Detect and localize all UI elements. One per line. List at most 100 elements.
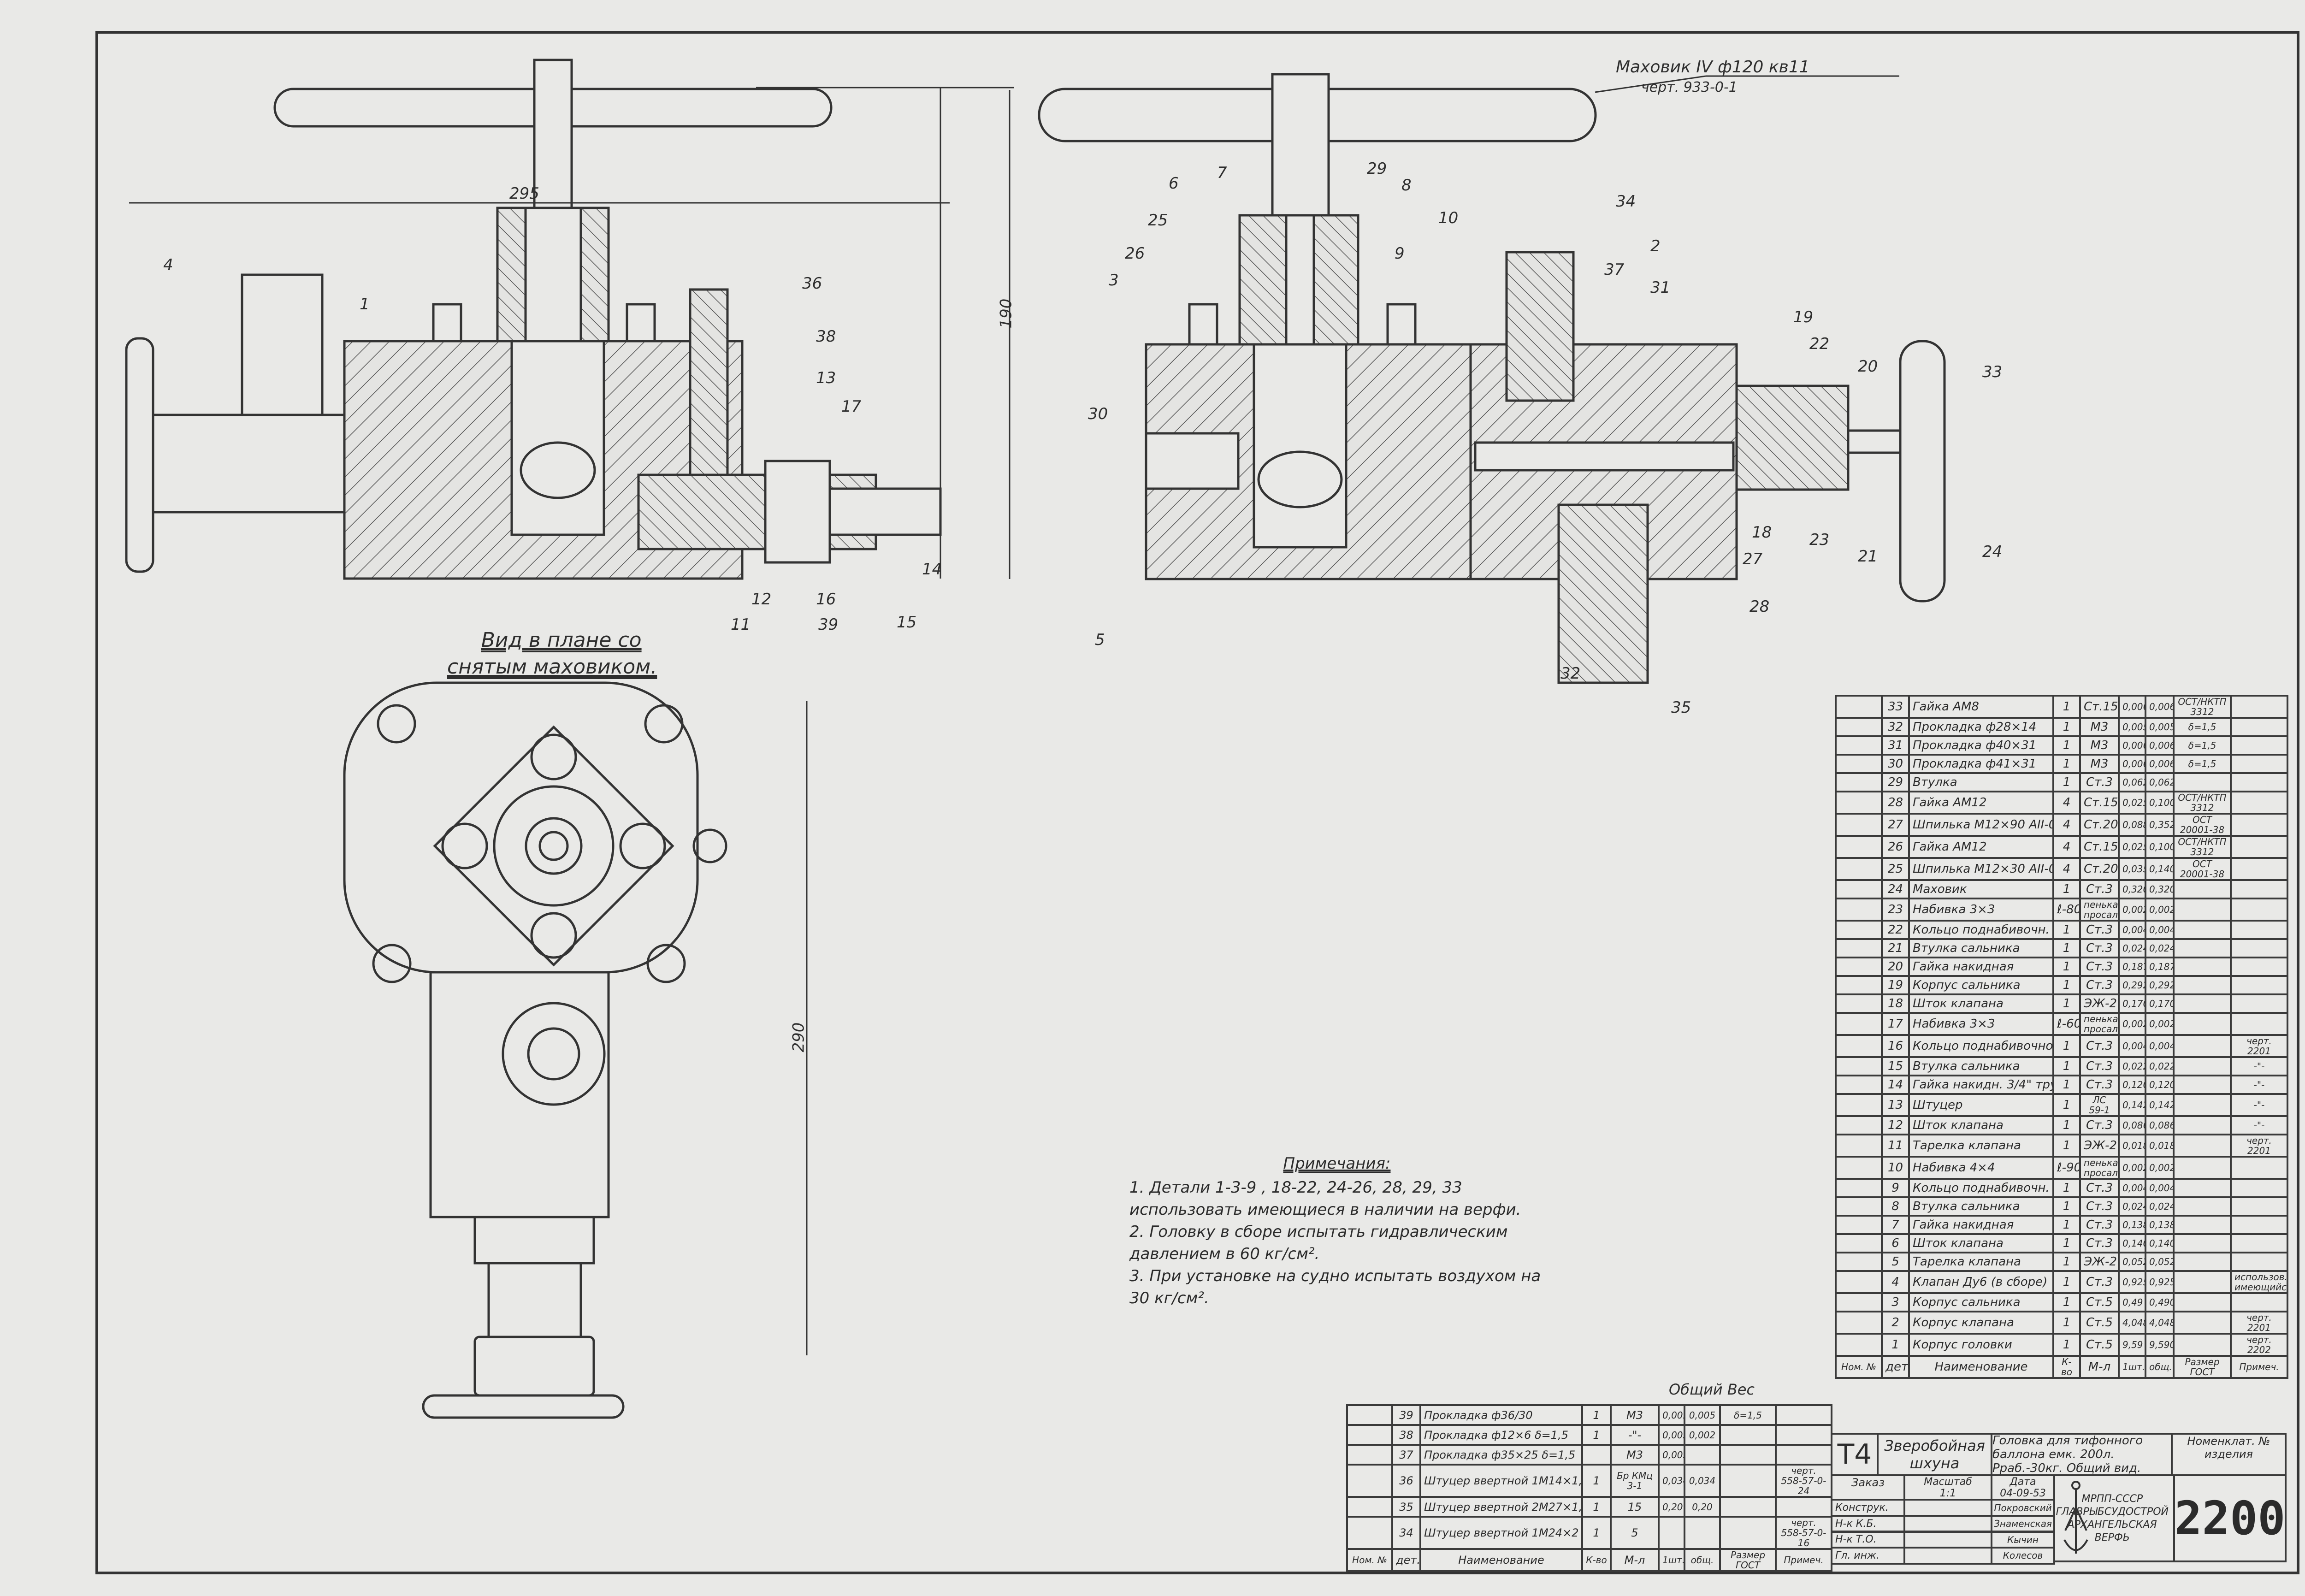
section-view-right bbox=[1009, 73, 1946, 684]
part-note bbox=[2230, 975, 2288, 995]
part-qty: 1 bbox=[1581, 1404, 1612, 1426]
part-note: черт. 2202 bbox=[2230, 1333, 2288, 1357]
part-weight-unit: 0,002 bbox=[2118, 1156, 2146, 1180]
part-gost bbox=[2173, 1311, 2232, 1335]
header-num: Ном. № bbox=[1346, 1548, 1393, 1572]
part-note: использов. имеющийся bbox=[2230, 1270, 2288, 1294]
part-name: Тарелка клапана bbox=[1908, 1134, 2054, 1158]
part-name: Штуцер ввертной 2М27×1,5 Ду10 bbox=[1419, 1496, 1583, 1518]
callout: 3 bbox=[1109, 271, 1119, 290]
part-qty: 4 bbox=[2052, 813, 2081, 837]
part-note bbox=[2230, 938, 2288, 958]
part-qty: 1 bbox=[2052, 1270, 2081, 1294]
part-weight-total: 0,005 bbox=[1684, 1404, 1721, 1426]
org-line: МРПП-СССР bbox=[2081, 1493, 2143, 1505]
part-number: 16 bbox=[1881, 1034, 1910, 1058]
role-label: Н-к К.Б. bbox=[1831, 1514, 1905, 1533]
part-note: черт. 2201 bbox=[2230, 1311, 2288, 1335]
part-weight-unit: 0,002 bbox=[2118, 898, 2146, 922]
callout: 18 bbox=[1752, 523, 1772, 542]
note-item: 1. Детали 1-3-9 , 18-22, 24-26, 28, 29, … bbox=[1129, 1178, 1521, 1219]
part-number: 29 bbox=[1881, 772, 1910, 792]
part-weight-unit: 0,005 bbox=[1658, 1444, 1685, 1466]
part-qty: 1 bbox=[1581, 1496, 1612, 1518]
total-weight-title: Общий Вес bbox=[1669, 1381, 1755, 1398]
role-name: Знаменская bbox=[1991, 1514, 2055, 1533]
part-name: Набивка 3×3 bbox=[1908, 898, 2054, 922]
part-weight-unit: 0,004 bbox=[2118, 1034, 2146, 1058]
part-number: 32 bbox=[1881, 717, 1910, 737]
part-material: Ст.20 bbox=[2079, 857, 2120, 881]
part-gost bbox=[2173, 1196, 2232, 1217]
part-material: Ст.3 bbox=[2079, 957, 2120, 977]
part-material: М3 bbox=[2079, 717, 2120, 737]
part-weight-unit: 0,025 bbox=[2118, 835, 2146, 859]
part-name: Гайка АМ12 bbox=[1908, 835, 2054, 859]
cell-blank bbox=[1346, 1464, 1393, 1498]
cell-blank bbox=[1835, 920, 1883, 940]
part-weight-unit: 0,006 bbox=[2118, 695, 2146, 719]
part-qty: 1 bbox=[2052, 1196, 2081, 1217]
part-weight-total: 0,002 bbox=[2145, 1156, 2175, 1180]
part-material: М3 bbox=[2079, 754, 2120, 774]
callout: 38 bbox=[816, 327, 836, 346]
cell-blank bbox=[1835, 957, 1883, 977]
callout: 16 bbox=[816, 590, 836, 609]
part-number: 12 bbox=[1881, 1115, 1910, 1135]
section-view-left bbox=[125, 59, 1014, 580]
callout: 22 bbox=[1809, 335, 1830, 353]
part-material: Ст.3 bbox=[2079, 1233, 2120, 1253]
part-gost bbox=[2173, 975, 2232, 995]
cell-blank bbox=[1835, 735, 1883, 756]
part-weight-unit: 0,034 bbox=[1658, 1464, 1685, 1498]
part-number: 38 bbox=[1391, 1424, 1421, 1446]
part-gost bbox=[2173, 1215, 2232, 1235]
part-number: 25 bbox=[1881, 857, 1910, 881]
cell-blank bbox=[1835, 791, 1883, 815]
callout: 8 bbox=[1401, 176, 1412, 195]
part-number: 6 bbox=[1881, 1233, 1910, 1253]
part-number: 1 bbox=[1881, 1333, 1910, 1357]
part-qty: 4 bbox=[2052, 857, 2081, 881]
part-weight-unit: 0,292 bbox=[2118, 975, 2146, 995]
part-weight-total: 0,002 bbox=[2145, 1012, 2175, 1036]
callout: 10 bbox=[1438, 209, 1459, 227]
drawing-title: Головка для тифонного баллона емк. 200л.… bbox=[1991, 1433, 2173, 1476]
part-name: Штуцер ввертной 1М14×1,5 Ду3 bbox=[1419, 1464, 1583, 1498]
cell-blank bbox=[1835, 717, 1883, 737]
part-gost bbox=[2173, 879, 2232, 899]
part-weight-total: 0,024 bbox=[2145, 1196, 2175, 1217]
organization: МРПП-СССР ГЛАВРЫБСУДОСТРОЙ АРХАНГЕЛЬСКАЯ… bbox=[2053, 1474, 2175, 1562]
part-material: Ст.3 bbox=[2079, 1075, 2120, 1095]
part-qty: 1 bbox=[2052, 1075, 2081, 1095]
part-gost bbox=[2173, 1012, 2232, 1036]
part-weight-unit: 0,006 bbox=[2118, 735, 2146, 756]
part-material: Ст.3 bbox=[2079, 975, 2120, 995]
part-gost bbox=[2173, 1134, 2232, 1158]
part-qty bbox=[1581, 1444, 1612, 1466]
part-name: Шпилька М12×90 АII-0 bbox=[1908, 813, 2054, 837]
note-item: 2. Головку в сборе испытать гидравлическ… bbox=[1129, 1223, 1508, 1263]
part-weight-unit: 0,006 bbox=[2118, 754, 2146, 774]
header-material: М-л bbox=[2079, 1355, 2120, 1379]
part-name: Шпилька М12×30 АII-0 bbox=[1908, 857, 2054, 881]
part-qty: 1 bbox=[2052, 735, 2081, 756]
dimension-height: 190 bbox=[997, 298, 1016, 329]
part-weight-unit: 0,925 bbox=[2118, 1270, 2146, 1294]
part-qty: 4 bbox=[2052, 791, 2081, 815]
part-note: черт. 2201 bbox=[2230, 1034, 2288, 1058]
part-name: Прокладка ф36/30 bbox=[1419, 1404, 1583, 1426]
part-qty: 1 bbox=[2052, 1178, 2081, 1198]
part-weight-total bbox=[1684, 1444, 1721, 1466]
part-qty: 1 bbox=[2052, 1215, 2081, 1235]
